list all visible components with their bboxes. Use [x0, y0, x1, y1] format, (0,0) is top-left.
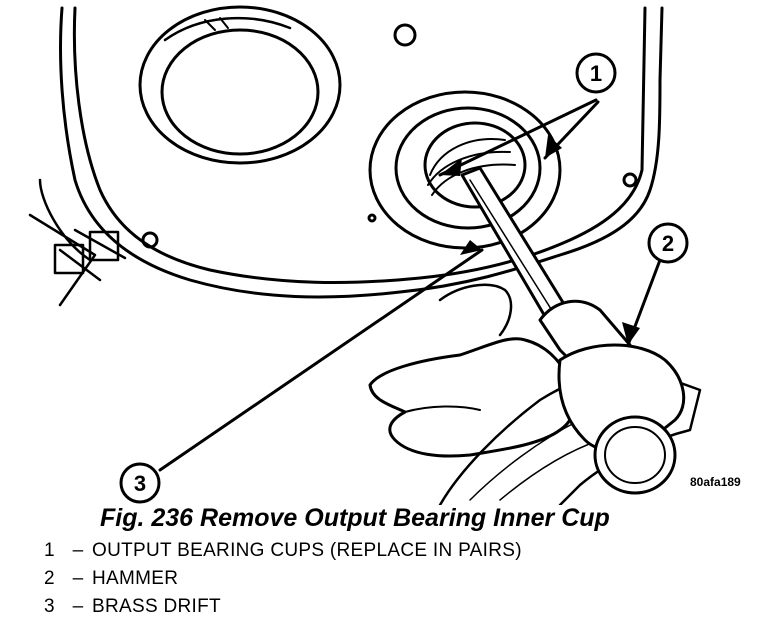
legend-number: 1 — [44, 540, 55, 561]
hammer-face — [593, 415, 677, 495]
arrowhead — [622, 322, 640, 345]
bolt-hole — [393, 23, 417, 47]
case-ribs — [28, 178, 127, 307]
left-bore-inner — [160, 28, 320, 156]
legend-separator: – — [72, 568, 84, 589]
legend-separator: – — [72, 540, 84, 561]
legend-text: HAMMER — [92, 568, 179, 589]
callout-1-label: 1 — [590, 61, 602, 86]
bearing-removal-illustration: 1 2 3 80afa189 — [28, 5, 741, 505]
bearing-cup — [423, 121, 527, 209]
callout-1-circle — [575, 52, 617, 94]
legend-item: 2 – HAMMER — [44, 568, 744, 596]
callout-1-leader-a — [438, 98, 598, 177]
callout-2-label: 2 — [662, 231, 674, 256]
legend: 1 – OUTPUT BEARING CUPS (REPLACE IN PAIR… — [44, 540, 744, 624]
case-housing-outline — [59, 6, 664, 299]
bolt-hole — [141, 231, 159, 249]
legend-number: 3 — [44, 596, 55, 617]
legend-item: 3 – BRASS DRIFT — [44, 596, 744, 624]
arrowhead — [460, 240, 482, 255]
callout-3-circle — [119, 462, 161, 504]
bolt-hole — [622, 172, 638, 188]
callout-2-circle — [647, 222, 689, 264]
right-bore-mid — [394, 106, 542, 230]
legend-text: BRASS DRIFT — [92, 596, 221, 617]
callout-3-leader — [158, 248, 484, 472]
legend-item: 1 – OUTPUT BEARING CUPS (REPLACE IN PAIR… — [44, 540, 744, 568]
callout-3-label: 3 — [134, 471, 146, 496]
case-flange-edge — [72, 6, 647, 285]
case-lug — [53, 243, 85, 275]
legend-separator: – — [72, 596, 84, 617]
arrowhead — [440, 158, 462, 176]
figure-code: 80afa189 — [690, 475, 741, 489]
legend-number: 2 — [44, 568, 55, 589]
left-bore-outer — [138, 5, 342, 165]
legend-text: OUTPUT BEARING CUPS (REPLACE IN PAIRS) — [92, 540, 522, 561]
arrowhead — [545, 135, 562, 158]
left-bore-snap-ring — [163, 16, 292, 42]
figure-caption: Fig. 236 Remove Output Bearing Inner Cup — [100, 504, 610, 532]
